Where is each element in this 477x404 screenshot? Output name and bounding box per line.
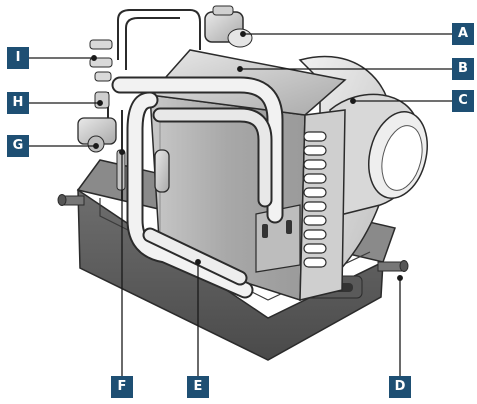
drain-fitting-right xyxy=(377,260,409,272)
drain-fitting-left xyxy=(57,194,85,206)
insulated-tube-loops xyxy=(111,76,284,299)
compressor xyxy=(204,5,253,48)
callout-a: A xyxy=(452,23,474,45)
callout-e: E xyxy=(187,376,209,398)
leader-lines xyxy=(29,31,452,376)
filter-drier xyxy=(154,149,170,193)
pressure-switch xyxy=(94,91,110,109)
capillary-tube xyxy=(116,149,126,191)
callout-d: D xyxy=(389,376,411,398)
callout-g: G xyxy=(7,135,29,157)
callout-h: H xyxy=(7,92,29,114)
callout-c: C xyxy=(452,90,474,112)
callout-i: I xyxy=(7,47,29,69)
callout-f: F xyxy=(111,376,133,398)
mounting-bracket xyxy=(255,204,301,273)
callout-b: B xyxy=(452,58,474,80)
coil-return-bends xyxy=(303,131,327,268)
